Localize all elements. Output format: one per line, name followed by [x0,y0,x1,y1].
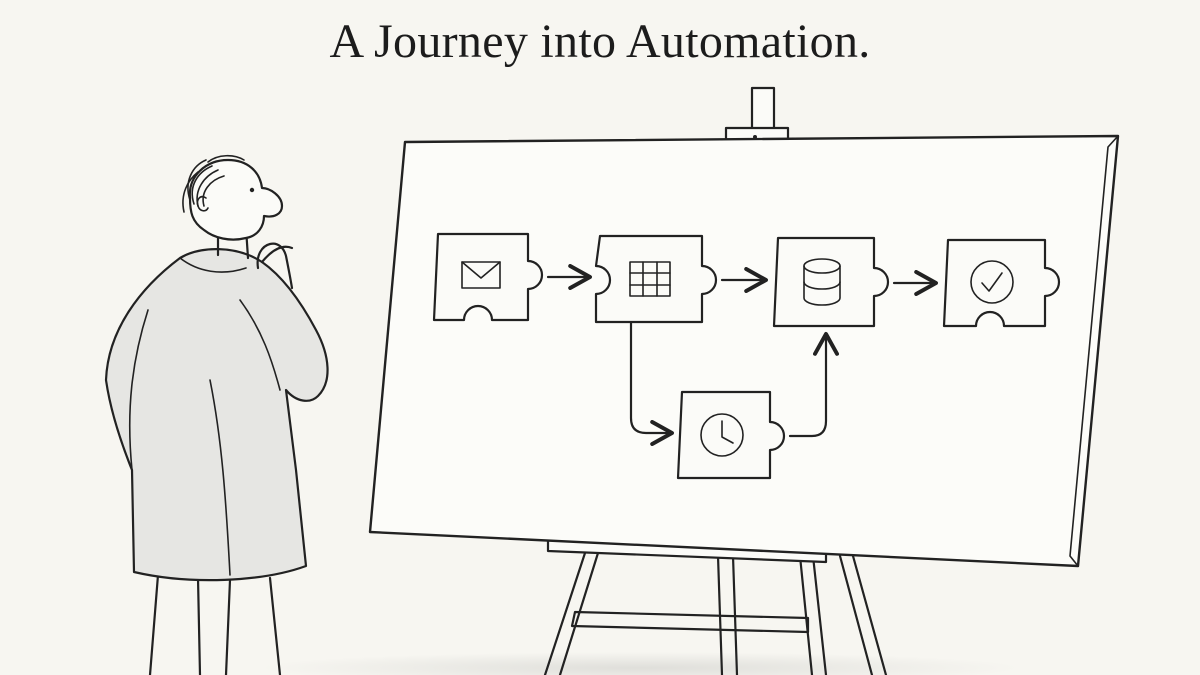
easel-leg-left [543,551,600,675]
puzzle-piece-email [432,232,544,322]
puzzle-piece-schedule [676,390,786,480]
cartoon-caption: A Journey into Automation. [329,15,871,68]
database-icon [803,258,841,306]
hand-at-chin [256,242,294,290]
workflow-nodes [432,232,1061,480]
clock-icon [700,413,744,457]
raised-arm [260,245,294,264]
checkmark-circle-icon [970,260,1014,304]
puzzle-piece-database [772,236,890,328]
arrow-schedule-to-database [788,332,839,438]
hair [182,154,245,213]
board-edge [1069,135,1119,567]
thinking-man [104,154,329,675]
floor-shadow [260,652,1020,675]
spreadsheet-grid-icon [629,261,671,297]
puzzle-piece-spreadsheet [594,234,718,324]
board-surface [368,134,1120,568]
whiteboard [368,134,1120,568]
workflow-arrows [546,264,938,446]
head [188,158,284,241]
legs [148,573,282,675]
easel-crossbar [570,610,810,634]
puzzle-piece-done [942,238,1061,328]
envelope-icon [461,261,501,289]
easel-leg-right [798,554,888,675]
arrow-sheet-to-schedule [629,321,674,446]
